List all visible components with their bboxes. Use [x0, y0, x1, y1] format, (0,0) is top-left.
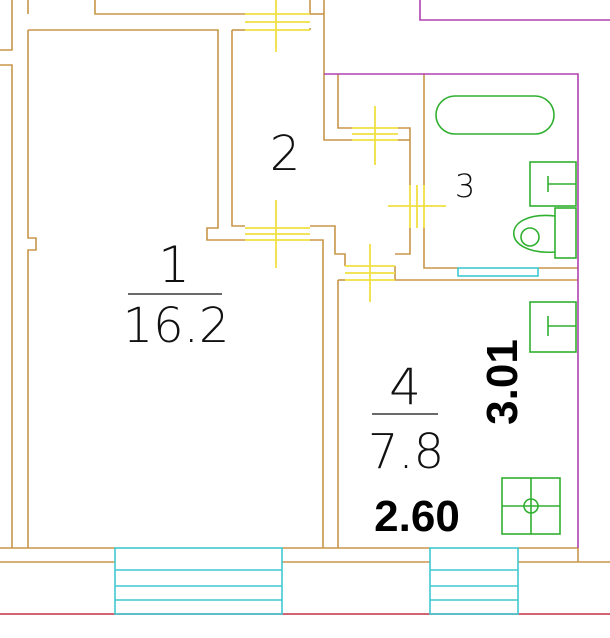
doors — [245, 0, 446, 302]
room-4-area: 7.8 — [368, 424, 444, 480]
sink-icon — [529, 161, 577, 207]
kitchen-sink-icon — [529, 301, 577, 353]
kitchen-width-dimension: 2.60 — [374, 492, 460, 541]
room-1-number: 1 — [158, 236, 190, 294]
room-2-number: 2 — [270, 126, 301, 182]
room-3-number: 3 — [455, 167, 475, 205]
room-4-number: 4 — [389, 358, 421, 416]
bathroom-walls — [324, 0, 610, 548]
windows — [114, 267, 539, 615]
stove-icon — [501, 477, 561, 535]
room-1-area: 16.2 — [123, 298, 230, 354]
toilet-icon — [513, 207, 577, 259]
bathtub-icon — [435, 95, 555, 135]
kitchen-depth-dimension: 3.01 — [478, 339, 527, 425]
fixtures — [435, 95, 577, 535]
